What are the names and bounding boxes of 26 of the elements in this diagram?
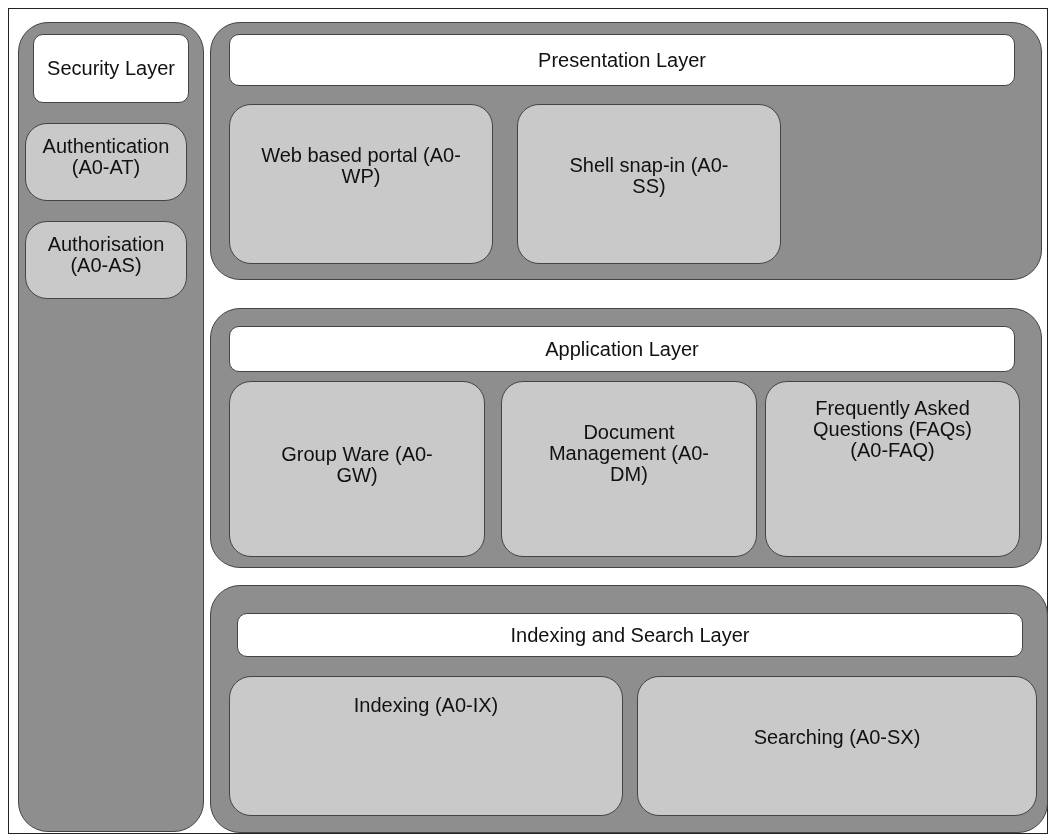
component-label: Searching (A0-SX) <box>753 727 921 748</box>
layer-heading: Indexing and Search Layer <box>237 613 1023 657</box>
component-box <box>25 123 187 201</box>
component-box <box>517 104 781 264</box>
layer-band <box>210 22 1042 280</box>
component-label: Document Management (A0-DM) <box>547 422 711 485</box>
layer-heading: Presentation Layer <box>229 34 1015 86</box>
layer-band <box>210 585 1048 833</box>
component-label: Shell snap-in (A0-SS) <box>568 155 730 197</box>
component-label: Frequently Asked Questions (FAQs) (A0-FAQ) <box>812 398 973 461</box>
component-box <box>765 381 1020 557</box>
component-label: Authentication (A0-AT) <box>41 136 171 178</box>
component-box <box>229 676 623 816</box>
layer-heading: Application Layer <box>229 326 1015 372</box>
layer-band <box>18 22 204 832</box>
component-label: Indexing (A0-IX) <box>353 695 499 716</box>
layer-band <box>210 308 1042 568</box>
layer-heading: Security Layer <box>33 34 189 103</box>
component-label: Web based portal (A0-WP) <box>261 145 461 187</box>
component-box <box>501 381 757 557</box>
component-label: Authorisation (A0-AS) <box>46 234 166 276</box>
component-box <box>229 104 493 264</box>
component-box <box>637 676 1037 816</box>
component-box <box>229 381 485 557</box>
component-label: Group Ware (A0-GW) <box>280 444 434 486</box>
component-box <box>25 221 187 299</box>
